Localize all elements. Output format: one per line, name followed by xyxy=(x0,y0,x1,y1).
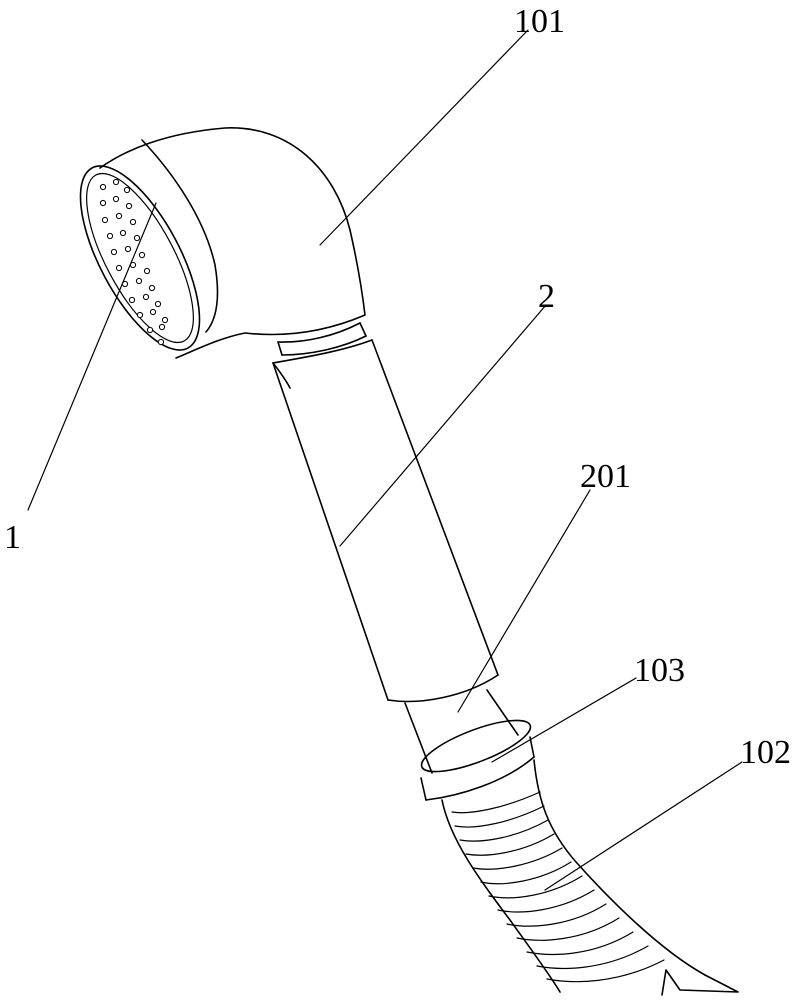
corrugated-hose xyxy=(441,759,739,996)
spray-face-inner xyxy=(86,172,194,344)
reference-labels: 1 101 2 201 103 102 xyxy=(4,3,791,771)
leader-2 xyxy=(339,304,547,547)
leader-201 xyxy=(457,489,591,713)
leader-1 xyxy=(27,202,157,511)
head-shell-outline xyxy=(99,127,366,359)
spray-face xyxy=(79,165,201,351)
label-201: 201 xyxy=(580,458,631,495)
spray-holes xyxy=(99,178,169,346)
leader-101 xyxy=(319,29,529,246)
label-1: 1 xyxy=(4,519,21,556)
leader-103 xyxy=(491,677,637,763)
label-102: 102 xyxy=(740,734,791,771)
hose-collar xyxy=(420,719,535,801)
handle-neck xyxy=(404,689,519,774)
label-2: 2 xyxy=(538,278,555,315)
leader-102 xyxy=(544,761,743,891)
handle-body xyxy=(272,339,499,703)
label-103: 103 xyxy=(634,652,685,689)
label-101: 101 xyxy=(514,3,565,40)
head-connector xyxy=(277,322,367,356)
leader-lines xyxy=(27,29,743,891)
shower-head xyxy=(79,127,366,359)
head-rim-back xyxy=(141,139,219,333)
